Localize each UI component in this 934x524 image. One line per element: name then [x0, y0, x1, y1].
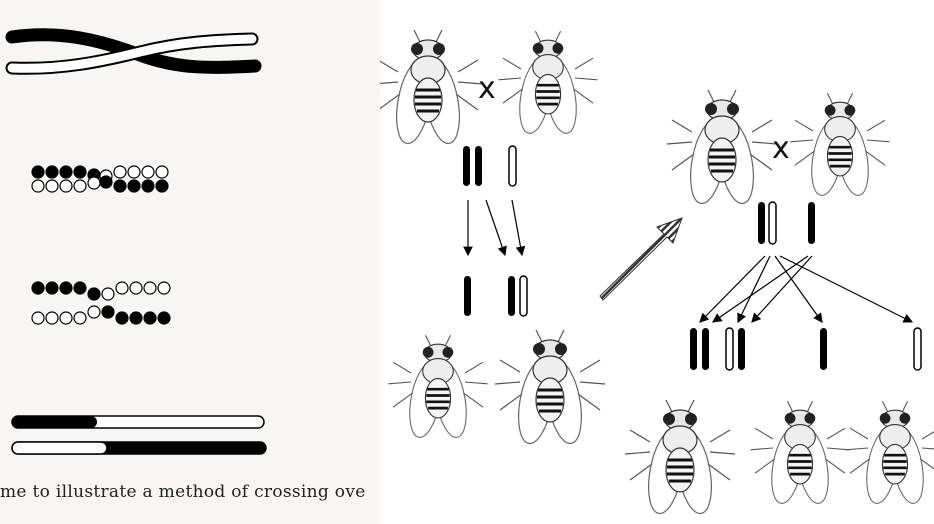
twisted-chromosome-pair [12, 35, 255, 69]
fly-cross-drawing [380, 0, 934, 524]
bead-chromosomes-exchange [32, 282, 170, 324]
offspring-male-fly [389, 335, 488, 440]
inheritance-arrows-1 [468, 200, 522, 255]
parent-male-fly-2 [791, 93, 890, 198]
parent-chromosomes-1 [463, 146, 516, 186]
offspring-chromosomes-1 [464, 276, 527, 316]
f2-male-fly-1 [751, 401, 850, 506]
cross-symbol-2: x [772, 134, 790, 164]
offspring-female-fly [495, 330, 605, 446]
bead-chromosomes-break [32, 166, 168, 192]
parent-female-fly [380, 30, 483, 146]
fly-cross-diagram: x x [380, 0, 934, 524]
f2-female-fly [625, 400, 735, 516]
parent-female-fly-2 [667, 90, 777, 206]
progression-arrow [600, 218, 682, 300]
f2-male-fly-2 [846, 401, 934, 506]
recombined-chromosomes [12, 416, 266, 454]
inheritance-arrows-2 [700, 256, 912, 322]
parent-male-fly [499, 31, 598, 136]
cross-symbol-1: x [478, 74, 496, 104]
crossing-over-drawing [0, 0, 380, 524]
figure-caption: me to illustrate a method of crossing ov… [0, 482, 366, 502]
offspring-chromosomes-2 [690, 328, 921, 370]
crossing-over-illustration: me to illustrate a method of crossing ov… [0, 0, 380, 524]
parent-chromosomes-2 [758, 202, 815, 244]
